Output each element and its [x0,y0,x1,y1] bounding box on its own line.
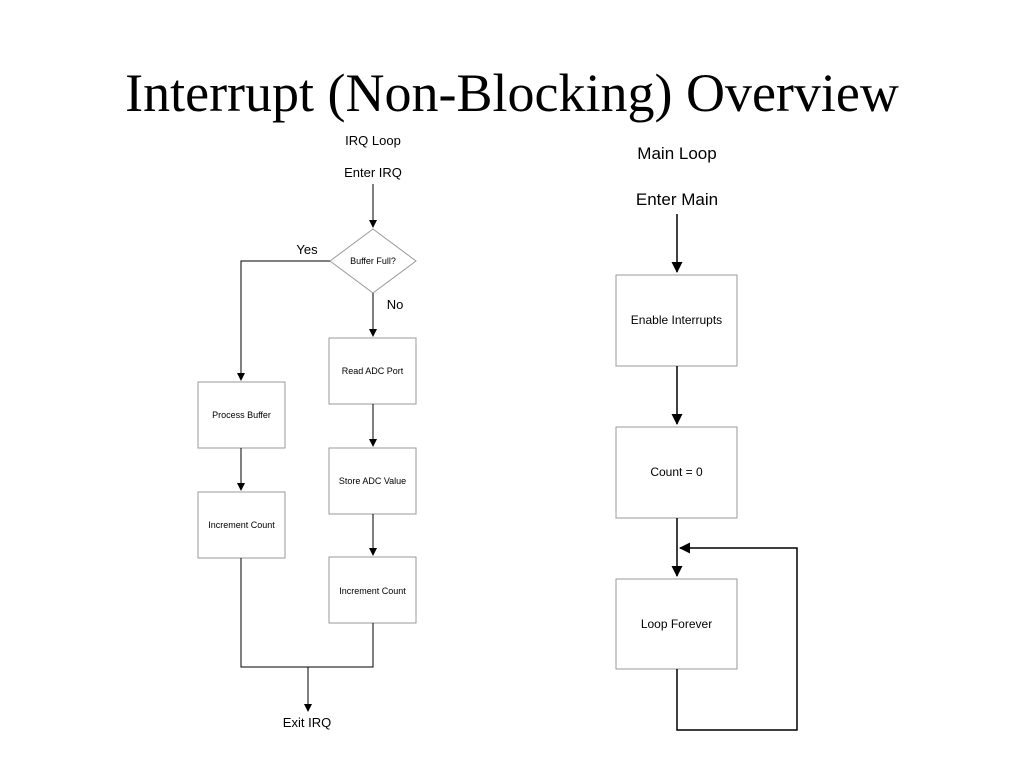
loop-back-arrow [676,542,798,731]
increment-count-left-box [197,491,286,559]
process-buffer-label: Process Buffer [212,410,271,420]
increment-count-left-label: Increment Count [208,520,275,530]
store-adc-value-label: Store ADC Value [339,476,406,486]
store-adc-value-box [328,447,417,515]
no-label: No [387,297,404,312]
loop-forever-label: Loop Forever [641,617,712,631]
merge-connector [240,558,374,668]
enter-main-label: Enter Main [636,190,718,209]
arrow-yes-to-process-buffer [237,260,330,381]
enable-interrupts-box [615,274,738,367]
exit-irq-label: Exit IRQ [283,715,331,730]
read-adc-port-label: Read ADC Port [342,366,404,376]
increment-count-right-box [328,556,417,624]
main-loop-heading: Main Loop [637,144,716,163]
buffer-full-decision-label: Buffer Full? [350,256,396,266]
loop-forever-box [615,578,738,670]
slide-title: Interrupt (Non-Blocking) Overview [125,63,899,123]
enter-irq-label: Enter IRQ [344,165,402,180]
count-zero-label: Count = 0 [650,465,703,479]
increment-count-right-label: Increment Count [339,586,406,596]
irq-loop-heading: IRQ Loop [345,133,401,148]
read-adc-port-box [328,337,417,405]
enable-interrupts-label: Enable Interrupts [631,313,722,327]
process-buffer-box [197,381,286,449]
yes-label: Yes [296,242,318,257]
